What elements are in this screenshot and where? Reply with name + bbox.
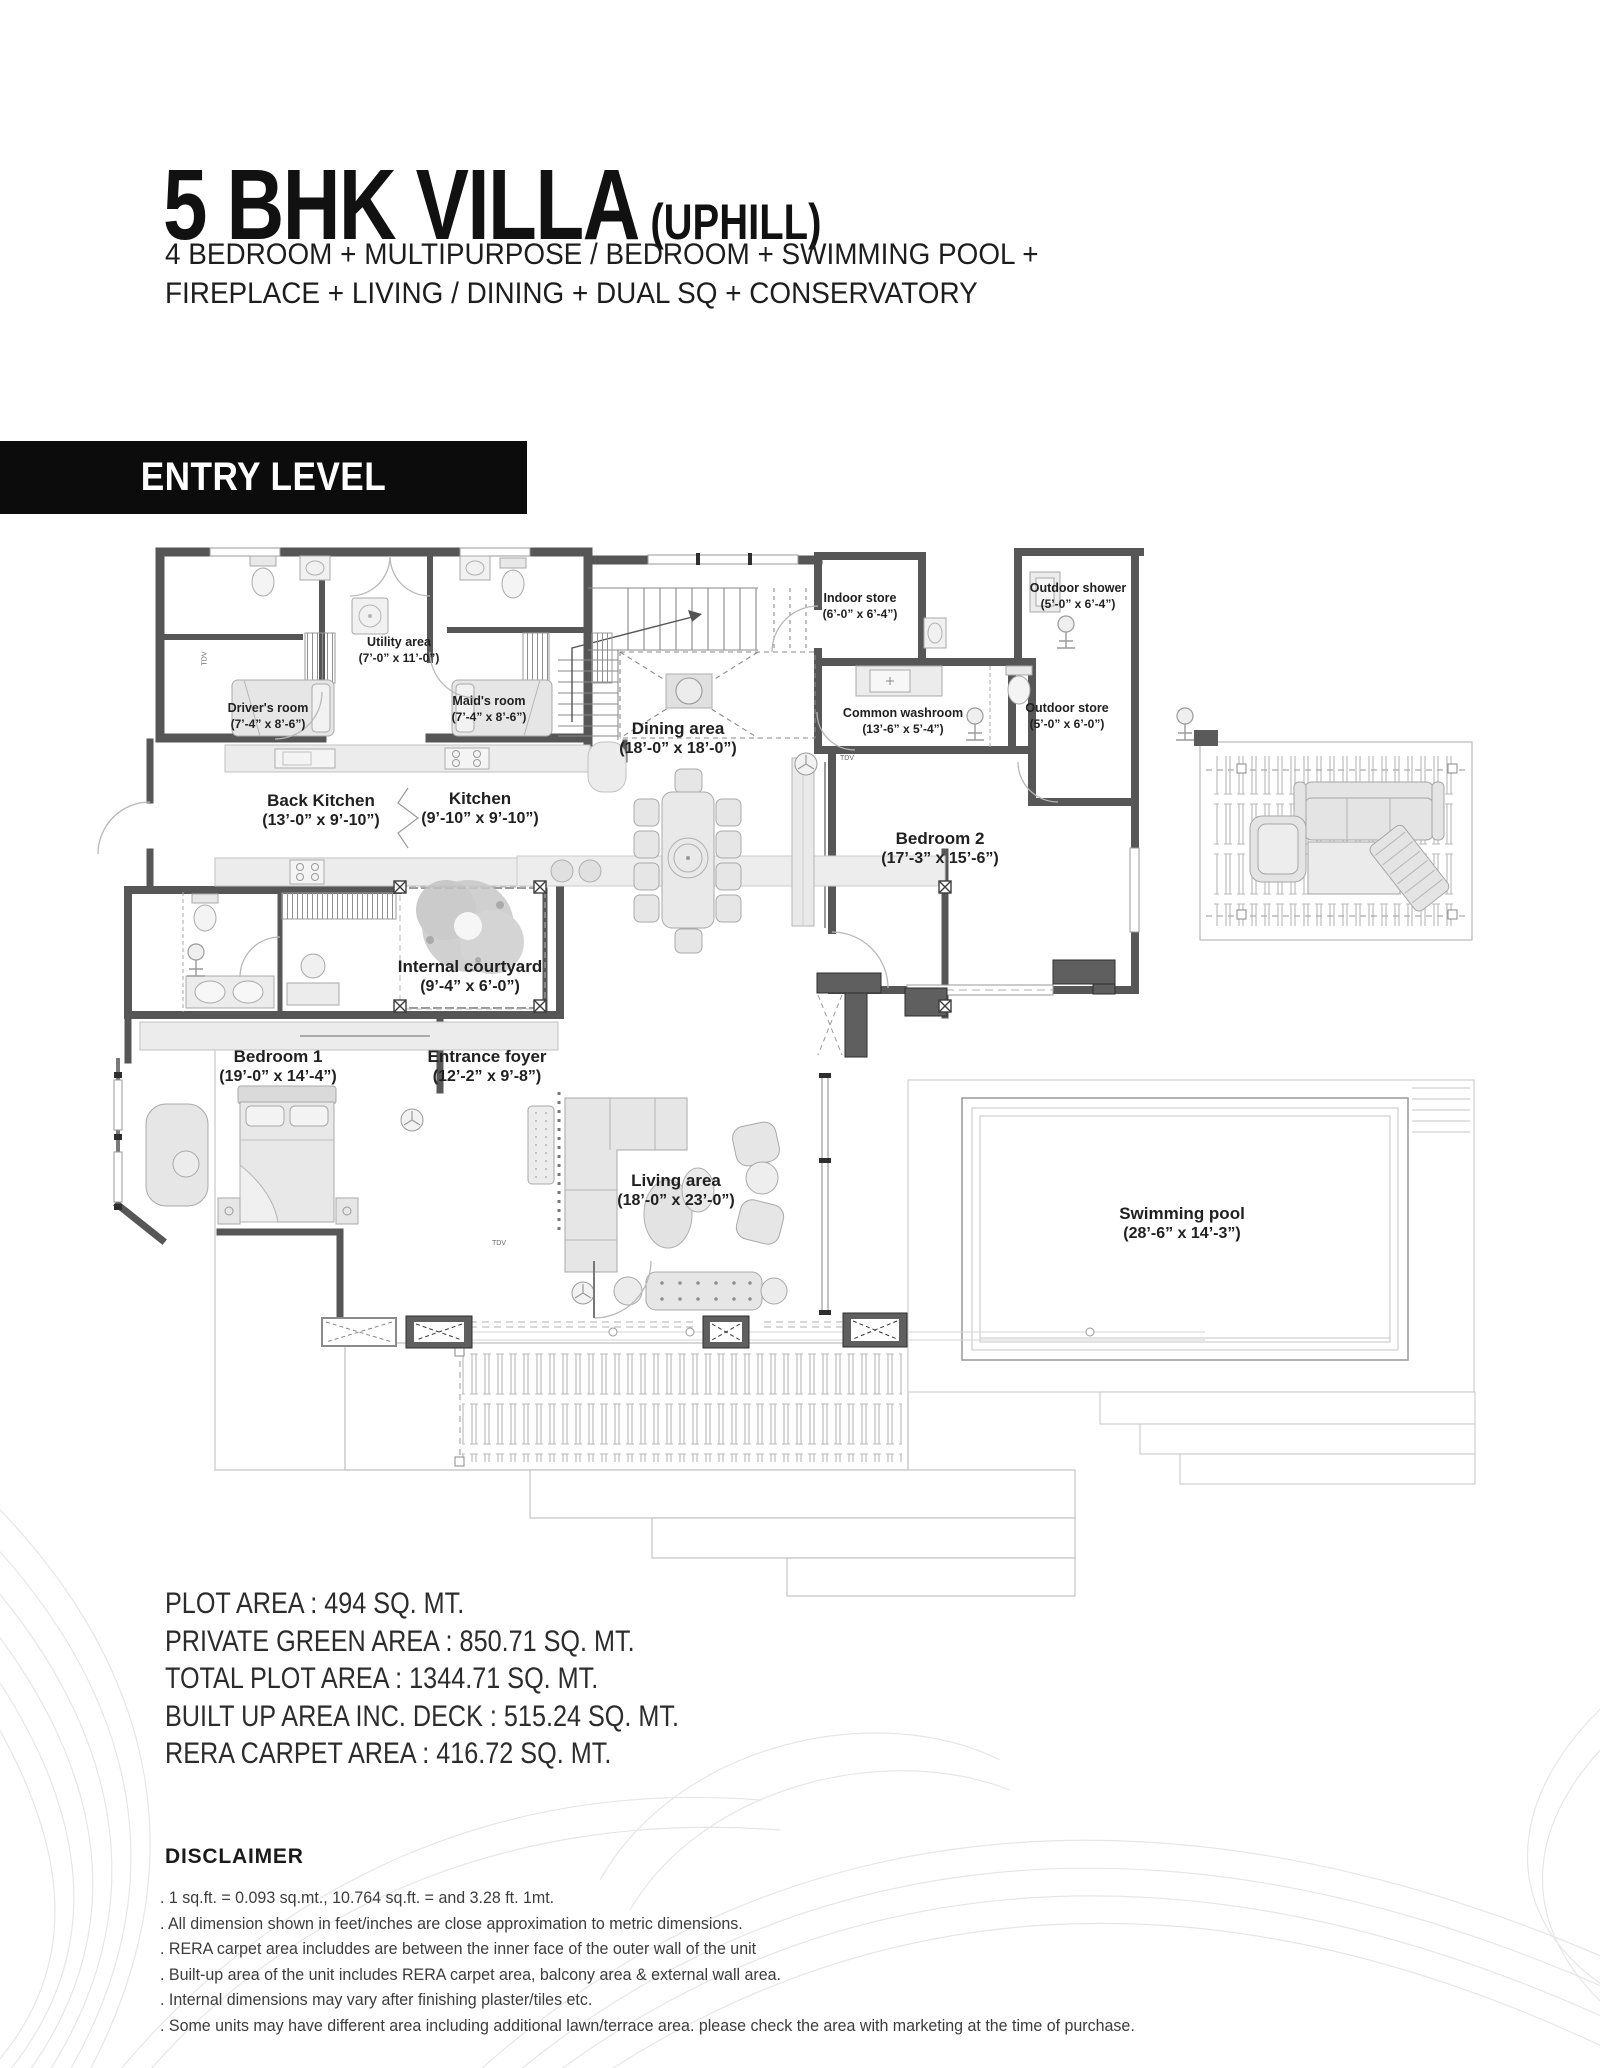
room-label-common-washroom: Common washroom (13’-6” x 5’-4”) xyxy=(842,706,964,736)
room-label-bedroom-1: Bedroom 1 (19’-0” x 14’-4”) xyxy=(219,1047,337,1085)
door-tag: TDV xyxy=(840,755,854,762)
door-tag: TDV xyxy=(492,1240,506,1247)
room-label-swimming-pool: Swimming pool (28’-6” x 14’-3”) xyxy=(1119,1204,1245,1242)
room-label-indoor-store: Indoor store (6’-0” x 6’-4”) xyxy=(822,591,898,621)
title-suffix: (UPHILL) xyxy=(650,194,822,250)
veranda-edge xyxy=(465,1321,1205,1341)
page-title: 5 BHK VILLA (UPHILL) xyxy=(163,148,821,263)
disclaimer-heading: DISCLAIMER xyxy=(165,1845,304,1868)
disclaimer-line: . All dimension shown in feet/inches are… xyxy=(160,1914,743,1933)
room-label-drivers-room: Driver's room (7’-4” x 8’-6”) xyxy=(227,701,309,731)
piers xyxy=(321,959,1116,1349)
room-label-entrance-foyer: Entrance foyer (12’-2” x 9’-8”) xyxy=(427,1047,547,1085)
deck-lounger xyxy=(1369,824,1450,912)
room-label-utility-area: Utility area (7’-0” x 11’-0”) xyxy=(358,635,440,665)
room-label-living-area: Living area (18’-0” x 23’-0”) xyxy=(617,1171,735,1209)
subtitle-line-1: 4 BEDROOM + MULTIPURPOSE / BEDROOM + SWI… xyxy=(165,238,1039,271)
deck-sofa xyxy=(1293,781,1445,841)
room-label-back-kitchen: Back Kitchen (13’-0” x 9’-10”) xyxy=(262,791,380,829)
disclaimer-line: . 1 sq.ft. = 0.093 sq.mt., 10.764 sq.ft.… xyxy=(160,1889,555,1907)
room-label-dining-area: Dining area (18’-0” x 18’-0”) xyxy=(619,719,737,757)
disclaimer-text: . 1 sq.ft. = 0.093 sq.mt., 10.764 sq.ft.… xyxy=(160,1886,1165,2039)
right-deck xyxy=(1175,707,1473,941)
title-text: 5 BHK VILLA xyxy=(163,149,640,261)
door-tag: TDV xyxy=(201,651,209,666)
room-label-maids-room: Maid's room (7’-4” x 8’-6”) xyxy=(451,694,527,724)
plot-area-line: PLOT AREA : 494 SQ. MT. xyxy=(165,1587,465,1620)
level-banner: ENTRY LEVEL xyxy=(0,441,527,514)
internal-courtyard-graphics xyxy=(393,880,952,1013)
rera-carpet-area-line: RERA CARPET AREA : 416.72 SQ. MT. xyxy=(165,1737,612,1770)
walls xyxy=(113,547,1144,1326)
bottom-deck xyxy=(344,1342,1076,1597)
decorative-curves xyxy=(0,1509,1600,2068)
site-outline xyxy=(214,1032,345,1471)
room-label-kitchen: Kitchen (9’-10” x 9’-10”) xyxy=(421,789,539,827)
room-label-bedroom-2: Bedroom 2 (17’-3” x 15’-6”) xyxy=(881,829,999,867)
furniture xyxy=(139,555,1061,1311)
total-plot-area-line: TOTAL PLOT AREA : 1344.71 SQ. MT. xyxy=(165,1662,599,1695)
courtyard-markers xyxy=(393,880,952,1013)
glass-partitions xyxy=(557,762,831,1315)
disclaimer-line: . Built-up area of the unit includes RER… xyxy=(160,1965,781,1984)
room-label-internal-courtyard: Internal courtyard (9’-4” x 6’-0”) xyxy=(397,957,543,995)
level-banner-label: ENTRY LEVEL xyxy=(140,455,387,499)
subtitle-line-2: FIREPLACE + LIVING / DINING + DUAL SQ + … xyxy=(165,277,978,310)
disclaimer-line: . RERA carpet area includdes are between… xyxy=(160,1940,757,1958)
subtitle: 4 BEDROOM + MULTIPURPOSE / BEDROOM + SWI… xyxy=(165,235,1104,313)
door-swings xyxy=(97,555,1059,1319)
room-label-outdoor-store: Outdoor store (5’-0” x 6’-0”) xyxy=(1025,701,1109,731)
header: 5 BHK VILLA (UPHILL) xyxy=(163,148,986,263)
room-label-outdoor-shower: Outdoor shower (5’-0” x 6’-4”) xyxy=(1029,581,1127,611)
windows xyxy=(113,547,1140,1210)
built-up-area-line: BUILT UP AREA INC. DECK : 515.24 SQ. MT. xyxy=(165,1699,680,1733)
deck-armchair xyxy=(1249,815,1307,883)
pool-area xyxy=(907,1079,1476,1485)
tree xyxy=(416,880,524,974)
disclaimer-line: . Some units may have different area inc… xyxy=(160,2016,1135,2035)
area-statistics: PLOT AREA : 494 SQ. MT. PRIVATE GREEN AR… xyxy=(165,1585,777,1773)
private-green-area-line: PRIVATE GREEN AREA : 850.71 SQ. MT. xyxy=(165,1624,635,1658)
disclaimer-line: . Internal dimensions may vary after fin… xyxy=(160,1991,593,2009)
